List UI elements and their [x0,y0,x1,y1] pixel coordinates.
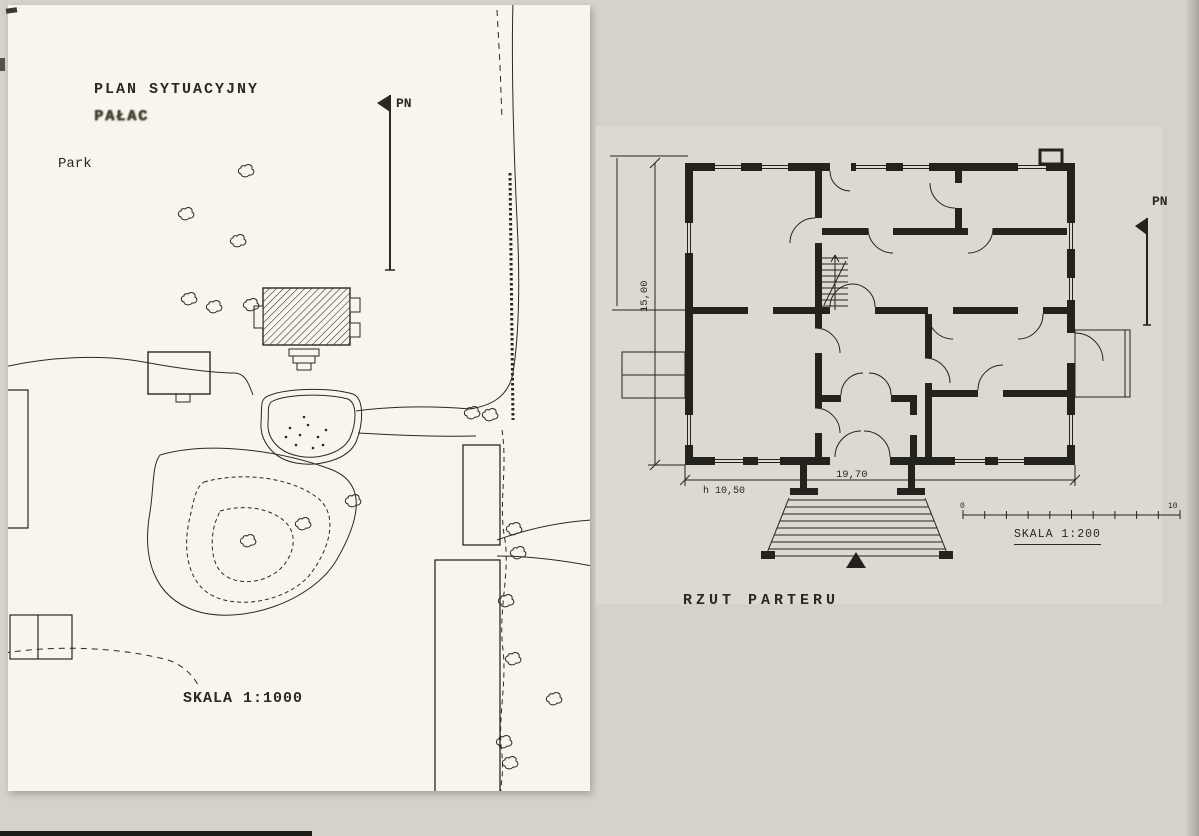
scan-edge-strip [0,831,312,836]
north-arrow-floor [1135,218,1151,326]
scale-bar [962,510,1181,519]
scale-bar-end-label: 10 [1168,502,1178,511]
terraces [621,329,1131,399]
door-arcs [789,170,1104,458]
site-plan-sheet [8,5,590,791]
interior-walls [693,171,1067,457]
window-lines [687,165,1073,463]
outbuilding [147,351,211,403]
floor-plan-scale-label: SKALA 1:200 [1014,528,1101,545]
park-label: Park [58,156,92,172]
depth-dimension-label: 15,00 [639,280,651,312]
palace-terrace-steps [288,348,320,371]
site-plan-scale-label: SKALA 1:1000 [183,690,304,707]
north-label-floor: PN [1152,194,1168,209]
road-lines [8,5,590,791]
site-plan-drawing [8,5,590,791]
staircase [822,254,848,310]
scale-bar-start-label: 0 [960,502,965,511]
chimney-block [1038,148,1064,166]
site-plan-title: PLAN SYTUACYJNY [94,81,260,98]
palace-building [253,287,361,346]
scan-edge-shadow [1185,0,1199,836]
dimension-lines [610,155,1081,486]
edge-structures [8,389,73,660]
north-arrow-site [377,95,395,271]
north-label-site: PN [396,96,412,111]
wall-openings [684,162,1076,466]
park-boundary-line [8,356,254,396]
planting-dots [284,415,328,450]
entrance-steps [761,465,953,568]
floor-plan-drawing [610,148,1181,568]
entrance-marker-triangle [846,552,866,568]
height-note-label: h 10,50 [703,486,746,497]
width-dimension-label: 19,70 [836,469,868,481]
drive-loop [260,388,363,465]
roadside-buildings [434,444,501,791]
site-plan-subtitle: PAŁAC [94,108,150,125]
floor-plan-title: RZUT PARTERU [683,592,840,609]
pond [147,447,357,616]
scan-artifact [0,58,5,71]
